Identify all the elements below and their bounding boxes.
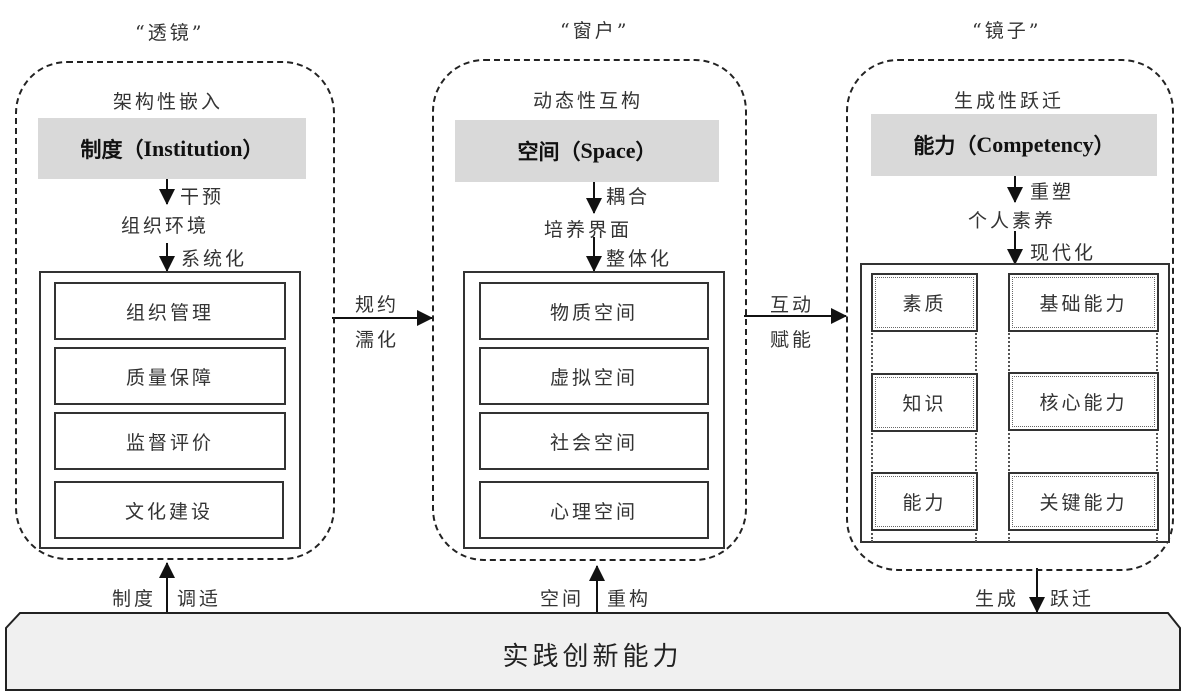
panel-1-header-close: ）: [242, 136, 264, 162]
right-item-basic: 基础能力: [1008, 273, 1159, 332]
link-1-left-label: 制度: [112, 588, 157, 610]
panel-1-arrow1-label: 干预: [180, 186, 225, 208]
panel-1-quote: “透镜”: [135, 22, 205, 44]
panel-1-item: 组织管理: [54, 282, 286, 340]
panel-3-quote: “镜子”: [972, 20, 1042, 42]
panel-3-arrow2-label: 现代化: [1030, 242, 1097, 264]
panel-2-item: 心理空间: [479, 481, 709, 539]
panel-2-item: 社会空间: [479, 412, 709, 470]
panel-3-boundary: [846, 59, 1174, 571]
panel-3-subtitle: 生成性跃迁: [954, 90, 1065, 112]
panel-1-boundary: [15, 61, 335, 560]
panel-2-header-close: ）: [635, 139, 657, 164]
connector-2-top-label: 互动: [770, 294, 815, 316]
left-item-knowledge: 知识: [871, 373, 978, 432]
left-item-ability: 能力: [871, 472, 978, 531]
right-item-key: 关键能力: [1008, 472, 1159, 531]
panel-1-subtitle: 架构性嵌入: [113, 91, 224, 113]
right-item-core: 核心能力: [1008, 372, 1159, 431]
base-label: 实践创新能力: [502, 642, 683, 672]
panel-1-item: 质量保障: [54, 347, 286, 405]
panel-1-item: 监督评价: [54, 412, 286, 470]
panel-2-quote: “窗户”: [560, 20, 630, 42]
left-item-quality: 素质: [871, 273, 978, 332]
link-3-right-label: 跃迁: [1050, 588, 1095, 610]
connector-1-bottom-label: 濡化: [355, 329, 400, 351]
panel-2-item: 虚拟空间: [479, 347, 709, 405]
connector-2-bottom-label: 赋能: [770, 329, 815, 351]
panel-3-mid-text: 个人素养: [968, 210, 1057, 232]
panel-2-header: 空间（Space）: [455, 120, 719, 182]
panel-2-arrow1-label: 耦合: [606, 186, 651, 208]
base-shape: [5, 612, 1181, 691]
panel-2-boundary: [432, 59, 747, 561]
link-2-left-label: 空间: [540, 588, 585, 610]
panel-1-header-en: Institution: [143, 135, 243, 161]
left-column-guide: [975, 330, 977, 542]
panel-3-header: 能力（Competency）: [871, 114, 1157, 176]
panel-3-header-en: Competency: [976, 132, 1094, 157]
panel-2-arrow2-label: 整体化: [606, 248, 673, 270]
panel-3-arrow1-label: 重塑: [1030, 181, 1075, 203]
left-column-guide: [871, 330, 873, 542]
panel-3-header-cn: 能力（: [913, 133, 977, 158]
panel-1-header-cn: 制度（: [80, 136, 144, 162]
panel-1-mid-text: 组织环境: [121, 215, 210, 237]
link-3-left-label: 生成: [975, 588, 1020, 610]
panel-1-item: 文化建设: [54, 481, 284, 539]
panel-1-arrow2-label: 系统化: [181, 248, 248, 270]
panel-2-header-cn: 空间（: [517, 139, 581, 164]
connector-1-top-label: 规约: [355, 294, 400, 316]
right-column-guide: [1008, 330, 1010, 542]
panel-2-item: 物质空间: [479, 282, 709, 340]
link-1-right-label: 调适: [177, 588, 222, 610]
panel-2-mid-text: 培养界面: [544, 219, 633, 241]
panel-2-subtitle: 动态性互构: [533, 90, 644, 112]
panel-3-header-close: ）: [1093, 133, 1115, 158]
right-column-guide: [1156, 330, 1158, 542]
panel-2-header-en: Space: [580, 138, 636, 163]
link-2-right-label: 重构: [607, 588, 652, 610]
panel-1-header: 制度（Institution）: [38, 118, 306, 179]
